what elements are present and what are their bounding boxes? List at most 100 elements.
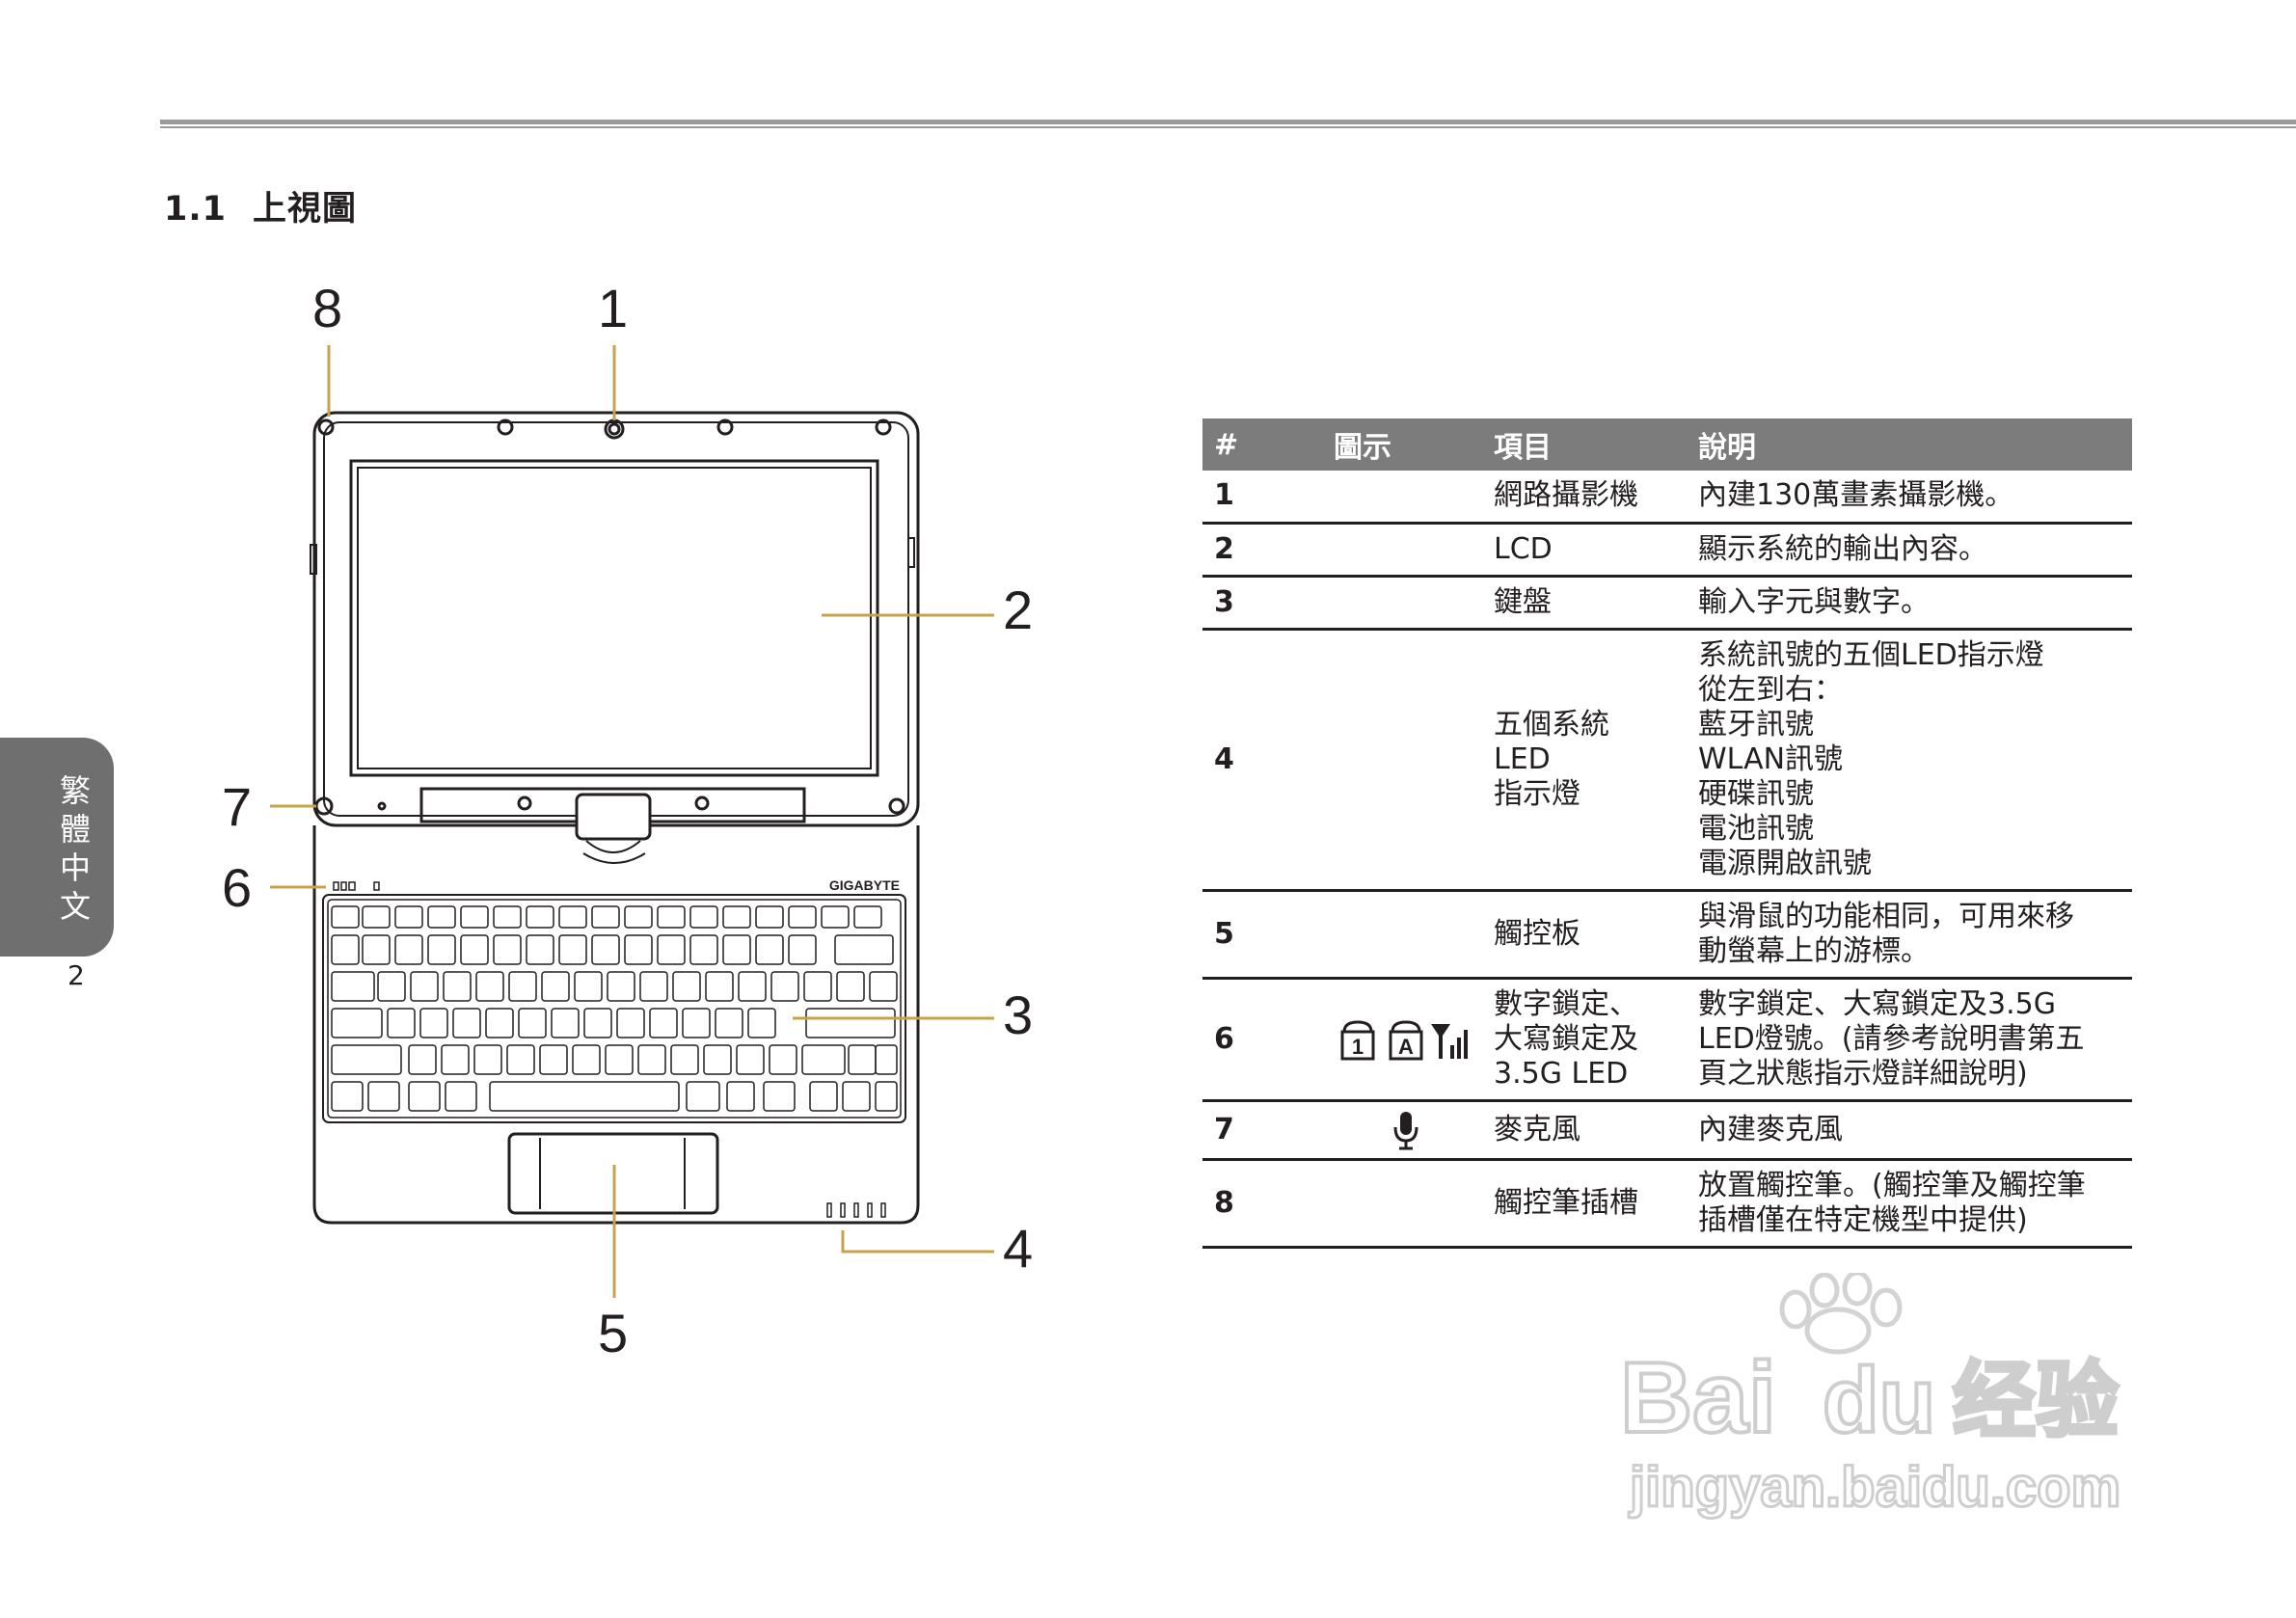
row-item: 鍵盤 bbox=[1482, 576, 1687, 631]
keyboard-key bbox=[493, 934, 522, 965]
keyboard-key bbox=[541, 971, 570, 1002]
callout-1: 1 bbox=[598, 278, 629, 338]
keyboard-key bbox=[715, 1008, 743, 1038]
keyboard-key bbox=[842, 1081, 871, 1112]
keyboard-key bbox=[572, 1044, 601, 1075]
keyboard-key bbox=[738, 971, 767, 1002]
keyboard-key bbox=[769, 1044, 797, 1075]
keyboard-key bbox=[526, 905, 554, 929]
keyboard-key bbox=[670, 1044, 699, 1075]
row-number: 2 bbox=[1202, 523, 1322, 578]
row-description: 與滑鼠的功能相同，可用來移動螢幕上的游標。 bbox=[1687, 890, 2132, 980]
keyboard-key bbox=[649, 1008, 678, 1038]
keyboard-key bbox=[703, 1044, 732, 1075]
row-description-line: 電源開啟訊號 bbox=[1698, 846, 1872, 880]
row-item-line: 指示燈 bbox=[1494, 776, 1580, 811]
keyboard-key bbox=[639, 971, 668, 1002]
keyboard-key bbox=[387, 1008, 416, 1038]
keyboard-key bbox=[788, 905, 817, 929]
keyboard-key bbox=[591, 905, 620, 929]
keyboard-key bbox=[747, 1008, 776, 1038]
keyboard-key bbox=[574, 971, 603, 1002]
row-description-line: LED燈號。(請參考說明書第五 bbox=[1698, 1021, 2085, 1056]
keyboard-key bbox=[836, 971, 865, 1002]
row-number: 6 bbox=[1202, 978, 1322, 1102]
row-number: 8 bbox=[1202, 1159, 1322, 1249]
keyboard-key bbox=[460, 905, 489, 929]
keyboard-key bbox=[539, 1044, 568, 1075]
row-description: 顯示系統的輸出內容。 bbox=[1687, 523, 2132, 578]
row-description-line: 放置觸控筆。(觸控筆及觸控筆 bbox=[1698, 1168, 2086, 1202]
keyboard-key bbox=[485, 1008, 514, 1038]
keyboard bbox=[322, 894, 906, 1123]
keyboard-key bbox=[489, 1081, 680, 1112]
keyboard-key bbox=[755, 905, 784, 929]
row-number: 3 bbox=[1202, 576, 1322, 631]
row-item: LCD bbox=[1482, 523, 1687, 578]
keyboard-key bbox=[475, 971, 504, 1002]
keyboard-key bbox=[331, 1008, 383, 1038]
keyboard-key bbox=[869, 971, 898, 1002]
row-item: 觸控筆插槽 bbox=[1482, 1159, 1687, 1249]
keyboard-key bbox=[427, 934, 456, 965]
row-item-line: 麥克風 bbox=[1494, 1112, 1580, 1146]
keyboard-key bbox=[394, 934, 423, 965]
row-number: 4 bbox=[1202, 629, 1322, 892]
callout-7: 7 bbox=[222, 776, 253, 837]
keyboard-key bbox=[331, 971, 375, 1002]
row-number: 1 bbox=[1202, 471, 1322, 525]
keyboard-key bbox=[583, 1008, 612, 1038]
callout-3: 3 bbox=[1003, 984, 1034, 1045]
keyboard-key bbox=[331, 1081, 364, 1112]
keyboard-key bbox=[672, 971, 701, 1002]
keyboard-keys bbox=[331, 905, 898, 1112]
keyboard-key bbox=[624, 934, 653, 965]
swivel-hinge bbox=[575, 793, 652, 841]
keyboard-key bbox=[705, 971, 734, 1002]
callout-4: 4 bbox=[1003, 1218, 1034, 1279]
language-tab-label: 繁體中文 bbox=[59, 772, 91, 925]
row-icon-cell bbox=[1322, 523, 1482, 578]
keyboard-key bbox=[722, 905, 751, 929]
row-item-line: 觸控筆插槽 bbox=[1494, 1185, 1638, 1220]
row-description-line: 頁之狀態指示燈詳細說明) bbox=[1698, 1056, 2028, 1091]
base-outline bbox=[312, 825, 920, 1225]
row-description: 輸入字元與數字。 bbox=[1687, 576, 2132, 631]
keyboard-key bbox=[853, 905, 882, 929]
row-item-line: LCD bbox=[1494, 531, 1553, 566]
keyboard-key bbox=[445, 1081, 477, 1112]
keyboard-key bbox=[473, 1044, 502, 1075]
svg-text:A: A bbox=[1398, 1035, 1414, 1059]
keyboard-key bbox=[558, 934, 587, 965]
system-led-indicators bbox=[826, 1202, 886, 1218]
row-description-line: 輸入字元與數字。 bbox=[1698, 584, 1930, 619]
keyboard-key bbox=[508, 971, 537, 1002]
section-number: 1.1 bbox=[164, 190, 228, 229]
row-description-line: WLAN訊號 bbox=[1698, 742, 1844, 776]
row-description-line: 從左到右： bbox=[1698, 672, 1843, 707]
microphone-icon bbox=[1393, 1111, 1418, 1149]
row-description-line: 電池訊號 bbox=[1698, 811, 1814, 846]
keyboard-key bbox=[689, 934, 718, 965]
keyboard-key bbox=[624, 905, 653, 929]
keyboard-key bbox=[770, 971, 799, 1002]
callout-5: 5 bbox=[598, 1303, 629, 1363]
keyboard-key bbox=[441, 1044, 470, 1075]
keyboard-key bbox=[788, 934, 817, 965]
row-item-line: 觸控板 bbox=[1494, 916, 1580, 951]
callout-6: 6 bbox=[222, 857, 253, 918]
row-description-line: 與滑鼠的功能相同，可用來移 bbox=[1698, 899, 2074, 933]
keyboard-key bbox=[805, 1008, 896, 1038]
callout-2: 2 bbox=[1003, 580, 1034, 640]
keyboard-key bbox=[377, 971, 406, 1002]
table-row: 2 LCD 顯示系統的輸出內容。 bbox=[1202, 523, 2132, 578]
row-item-line: 鍵盤 bbox=[1494, 584, 1552, 619]
